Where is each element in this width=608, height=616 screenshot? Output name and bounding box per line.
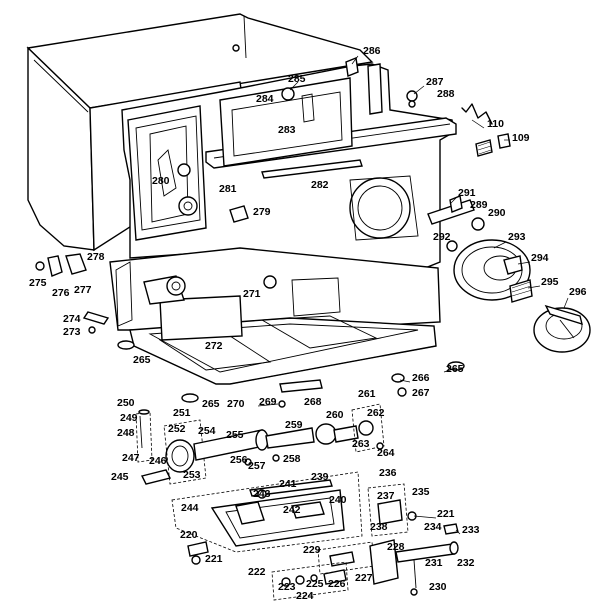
part-label-295: 295 bbox=[541, 276, 559, 288]
part-label-224: 224 bbox=[296, 590, 314, 602]
part-label-261: 261 bbox=[358, 388, 376, 400]
part-label-272: 272 bbox=[205, 340, 223, 352]
part-label-246: 246 bbox=[149, 455, 167, 467]
part-label-232: 232 bbox=[457, 557, 475, 569]
part-label-225: 225 bbox=[306, 578, 324, 590]
part-label-247: 247 bbox=[122, 452, 140, 464]
part-label-244: 244 bbox=[181, 502, 199, 514]
part-label-265a: 265 bbox=[133, 354, 151, 366]
part-label-280: 280 bbox=[152, 175, 170, 187]
leader-lines bbox=[257, 55, 569, 535]
part-label-234: 234 bbox=[424, 521, 442, 533]
part-label-275: 275 bbox=[29, 277, 47, 289]
feed-assembly bbox=[171, 471, 459, 565]
part-label-235: 235 bbox=[412, 486, 430, 498]
part-label-285: 285 bbox=[288, 73, 306, 85]
part-label-222: 222 bbox=[248, 566, 266, 578]
bottom-linkage bbox=[271, 539, 459, 601]
part-label-266: 266 bbox=[412, 372, 430, 384]
part-label-257: 257 bbox=[248, 460, 266, 472]
part-label-248: 248 bbox=[117, 427, 135, 439]
machine-bed bbox=[109, 247, 441, 385]
left-small-parts bbox=[35, 253, 465, 408]
part-label-240: 240 bbox=[329, 494, 347, 506]
part-label-250: 250 bbox=[117, 397, 135, 409]
part-label-229: 229 bbox=[303, 544, 321, 556]
part-label-284: 284 bbox=[256, 93, 274, 105]
part-label-287: 287 bbox=[426, 76, 444, 88]
part-label-110: 110 bbox=[487, 118, 504, 130]
part-label-279: 279 bbox=[253, 206, 271, 218]
part-label-251: 251 bbox=[173, 407, 191, 419]
part-label-252: 252 bbox=[168, 423, 186, 435]
part-label-296: 296 bbox=[569, 286, 587, 298]
hand-wheel-assembly bbox=[427, 103, 591, 353]
part-label-286: 286 bbox=[363, 45, 381, 57]
lower-shaft-assembly bbox=[135, 403, 385, 485]
part-label-227: 227 bbox=[355, 572, 373, 584]
part-label-241: 241 bbox=[279, 478, 297, 490]
part-label-228: 228 bbox=[387, 541, 405, 553]
part-label-221a: 221 bbox=[437, 508, 455, 520]
part-label-242: 242 bbox=[283, 504, 301, 516]
part-label-288: 288 bbox=[437, 88, 455, 100]
part-label-268: 268 bbox=[304, 396, 322, 408]
part-label-223: 223 bbox=[278, 581, 296, 593]
part-label-256: 256 bbox=[230, 454, 248, 466]
part-label-278: 278 bbox=[87, 251, 105, 263]
part-label-283: 283 bbox=[278, 124, 296, 136]
part-label-237: 237 bbox=[377, 490, 395, 502]
part-label-294: 294 bbox=[531, 252, 549, 264]
part-label-239: 239 bbox=[311, 471, 329, 483]
part-label-109: 109 bbox=[512, 132, 530, 144]
part-label-265c: 265 bbox=[202, 398, 220, 410]
part-label-249: 249 bbox=[120, 412, 138, 424]
part-label-277: 277 bbox=[74, 284, 92, 296]
machine-casting bbox=[121, 57, 457, 273]
part-label-262: 262 bbox=[367, 407, 385, 419]
part-label-267: 267 bbox=[412, 387, 430, 399]
part-label-290: 290 bbox=[488, 207, 506, 219]
part-label-281: 281 bbox=[219, 183, 237, 195]
part-label-254: 254 bbox=[198, 425, 216, 437]
part-label-233: 233 bbox=[462, 524, 480, 536]
part-label-236: 236 bbox=[379, 467, 397, 479]
part-label-226: 226 bbox=[328, 578, 346, 590]
part-label-253: 253 bbox=[183, 469, 201, 481]
part-label-243: 243 bbox=[253, 488, 271, 500]
part-label-276: 276 bbox=[52, 287, 70, 299]
part-label-260: 260 bbox=[326, 409, 344, 421]
part-label-259: 259 bbox=[285, 419, 303, 431]
part-label-273: 273 bbox=[63, 326, 81, 338]
part-label-265b: 265 bbox=[446, 363, 464, 375]
part-label-274: 274 bbox=[63, 313, 81, 325]
part-label-293: 293 bbox=[508, 231, 526, 243]
part-label-258: 258 bbox=[283, 453, 301, 465]
part-label-263: 263 bbox=[352, 438, 370, 450]
part-label-292: 292 bbox=[433, 231, 451, 243]
part-label-230: 230 bbox=[429, 581, 447, 593]
part-label-245: 245 bbox=[111, 471, 129, 483]
part-label-269: 269 bbox=[259, 396, 277, 408]
part-label-255: 255 bbox=[226, 429, 244, 441]
part-label-238: 238 bbox=[370, 521, 388, 533]
part-label-221b: 221 bbox=[205, 553, 223, 565]
part-label-289: 289 bbox=[470, 199, 488, 211]
part-label-270: 270 bbox=[227, 398, 245, 410]
part-label-264: 264 bbox=[377, 447, 395, 459]
part-label-291: 291 bbox=[458, 187, 476, 199]
part-label-231: 231 bbox=[425, 557, 443, 569]
part-label-220: 220 bbox=[180, 529, 198, 541]
part-label-271: 271 bbox=[243, 288, 261, 300]
part-label-282: 282 bbox=[311, 179, 329, 191]
